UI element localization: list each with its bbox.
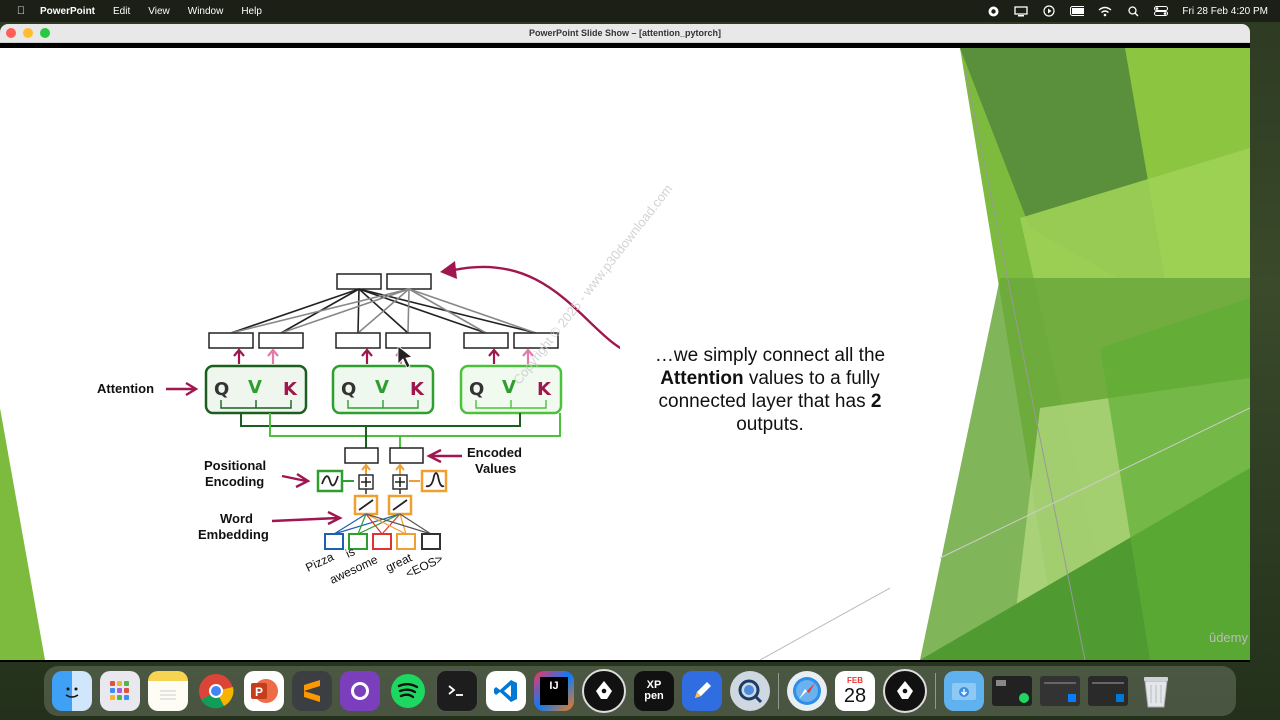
attention-unit-3 (459, 364, 563, 415)
record-icon[interactable] (986, 5, 1000, 17)
window-title: PowerPoint Slide Show – [attention_pytor… (528, 28, 721, 38)
intellij-icon[interactable]: IJ (534, 671, 574, 711)
calendar-month: FEB (847, 675, 863, 685)
minimize-button[interactable] (23, 28, 33, 38)
maximize-button[interactable] (40, 28, 50, 38)
slide-decoration (0, 48, 1250, 660)
attention-unit-1 (204, 364, 308, 415)
apple-icon[interactable]:  (12, 5, 30, 17)
token-box-is (348, 533, 368, 550)
battery-icon[interactable] (1070, 5, 1085, 17)
menu-app-name[interactable]: PowerPoint (40, 5, 96, 17)
transformer-diagram: Q V K Q V K Q V K (97, 261, 620, 587)
slide-show-window: PowerPoint Slide Show – [attention_pytor… (0, 24, 1250, 662)
label-encoded-1: Encoded (467, 445, 522, 460)
xppen-label-2: pen (644, 690, 664, 702)
fc-connections (230, 288, 537, 334)
svg-text:Q: Q (341, 379, 356, 400)
display-icon[interactable] (1014, 5, 1029, 17)
xppen-label-1: XP (646, 679, 662, 691)
slide-caption: …we simply connect all the Attention val… (654, 345, 886, 435)
svg-text:K: K (410, 379, 425, 400)
label-word-1: Word (220, 511, 253, 526)
token-box-eos (421, 533, 441, 550)
clock[interactable]: Fri 28 Feb 4:20 PM (1182, 5, 1268, 17)
token-connections (333, 513, 432, 535)
udemy-logo: ûdemy (1208, 630, 1248, 645)
svg-text:Q: Q (469, 379, 484, 400)
encoded-node-1 (344, 447, 379, 464)
dock-separator-2 (935, 673, 936, 709)
pen-tool-icon-2[interactable] (883, 669, 927, 713)
token-box-great (396, 533, 416, 550)
encoded-node-2 (389, 447, 424, 464)
output-node-2 (386, 273, 432, 290)
play-icon[interactable] (1042, 5, 1056, 17)
inner-brackets (220, 400, 547, 409)
feed-lines (240, 413, 561, 456)
svg-text:K: K (283, 379, 298, 400)
dock-separator (778, 673, 779, 709)
quicktime-icon[interactable] (730, 671, 770, 711)
svg-text:V: V (248, 377, 262, 398)
svg-text:V: V (375, 377, 389, 398)
pen-tool-icon-1[interactable] (582, 669, 626, 713)
terminal-icon[interactable] (436, 670, 478, 712)
window-thumb-1[interactable] (992, 676, 1032, 706)
window-titlebar: PowerPoint Slide Show – [attention_pytor… (0, 24, 1250, 43)
menu-bar:  PowerPoint Edit View Window Help Fri 2… (0, 0, 1280, 22)
powerpoint-icon[interactable]: P (244, 671, 284, 711)
spotify-icon[interactable] (388, 671, 428, 711)
attention-unit-2 (331, 364, 435, 415)
pencil-app-icon[interactable] (682, 671, 722, 711)
qvk-labels: Q V K Q V K Q V K (214, 377, 552, 400)
callout-arrow (453, 265, 620, 350)
status-area: Fri 28 Feb 4:20 PM (986, 0, 1268, 22)
trash-icon[interactable] (1136, 671, 1176, 711)
sublime-icon[interactable] (292, 671, 332, 711)
calendar-icon[interactable]: FEB 28 (835, 671, 875, 711)
window-thumb-2[interactable] (1040, 676, 1080, 706)
close-button[interactable] (6, 28, 16, 38)
menu-view[interactable]: View (148, 5, 170, 17)
search-icon[interactable] (1126, 5, 1140, 17)
menu-help[interactable]: Help (241, 5, 262, 17)
calendar-day: 28 (843, 684, 867, 707)
label-attention: Attention (97, 381, 154, 396)
label-positional-2: Encoding (205, 474, 264, 489)
launchpad-icon[interactable] (100, 671, 140, 711)
slide-canvas[interactable]: Q V K Q V K Q V K (0, 48, 1250, 660)
svg-text:V: V (502, 377, 516, 398)
chrome-icon[interactable] (196, 671, 236, 711)
control-center-icon[interactable] (1154, 5, 1169, 17)
intellij-label: IJ (540, 677, 568, 705)
safari-icon[interactable] (787, 671, 827, 711)
label-word-2: Embedding (198, 527, 269, 542)
up-arrows (233, 348, 534, 364)
notes-icon[interactable] (148, 671, 188, 711)
output-node-1 (336, 273, 382, 290)
traffic-lights (6, 28, 50, 38)
svg-text:P: P (255, 685, 263, 699)
wifi-icon[interactable] (1098, 5, 1112, 17)
window-thumb-3[interactable] (1088, 676, 1128, 706)
menu-edit[interactable]: Edit (113, 5, 131, 17)
vscode-icon[interactable] (486, 671, 526, 711)
menu-window[interactable]: Window (187, 5, 224, 17)
token-box-awesome (372, 533, 392, 550)
github-desktop-icon[interactable] (340, 671, 380, 711)
svg-text:K: K (537, 379, 552, 400)
label-positional-1: Positional (204, 458, 266, 473)
word-pizza: Pizza (303, 549, 336, 574)
attention-value-nodes (208, 332, 559, 349)
downloads-folder-icon[interactable] (944, 671, 984, 711)
label-encoded-2: Values (475, 461, 516, 476)
token-box-pizza (324, 533, 344, 550)
mouse-cursor (397, 345, 413, 369)
finder-icon[interactable] (52, 671, 92, 711)
xppen-icon[interactable]: XP pen (634, 671, 674, 711)
svg-text:Q: Q (214, 379, 229, 400)
dock: P IJ XP pen FEB 28 (44, 666, 1236, 716)
